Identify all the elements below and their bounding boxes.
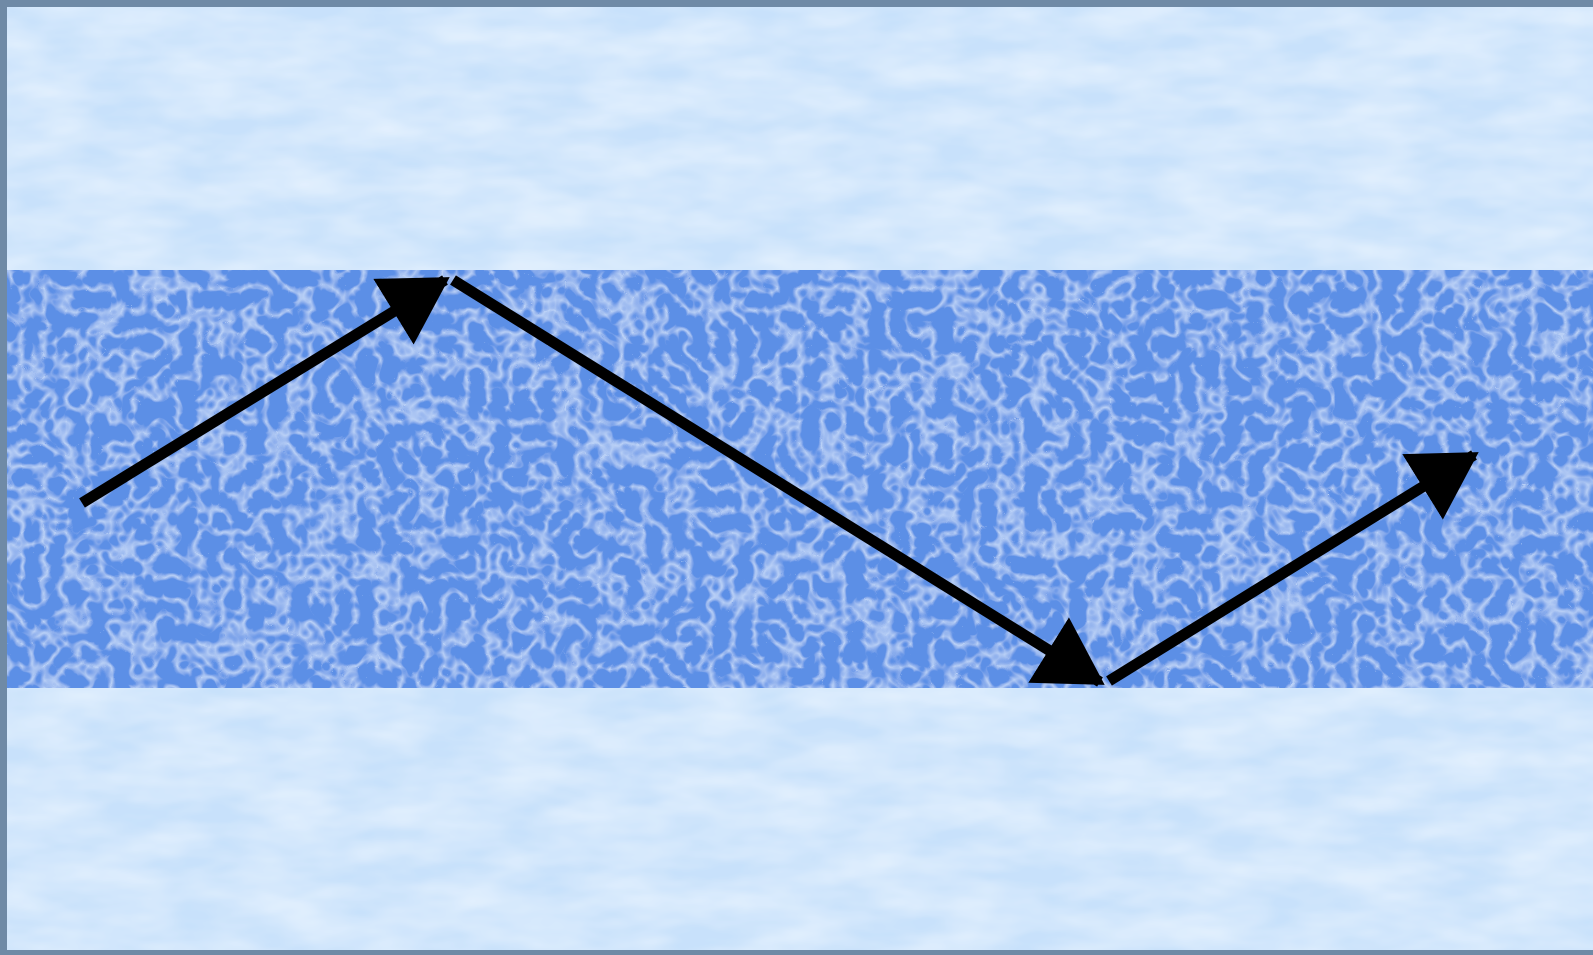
arrow-incident [79, 275, 450, 508]
arrow-after-top-reflection [450, 275, 1105, 687]
arrow-after-bottom-reflection [1106, 450, 1479, 686]
ray-path [79, 275, 1479, 687]
core [7, 270, 1593, 688]
upper-cladding [7, 7, 1593, 270]
lower-cladding [7, 688, 1593, 950]
